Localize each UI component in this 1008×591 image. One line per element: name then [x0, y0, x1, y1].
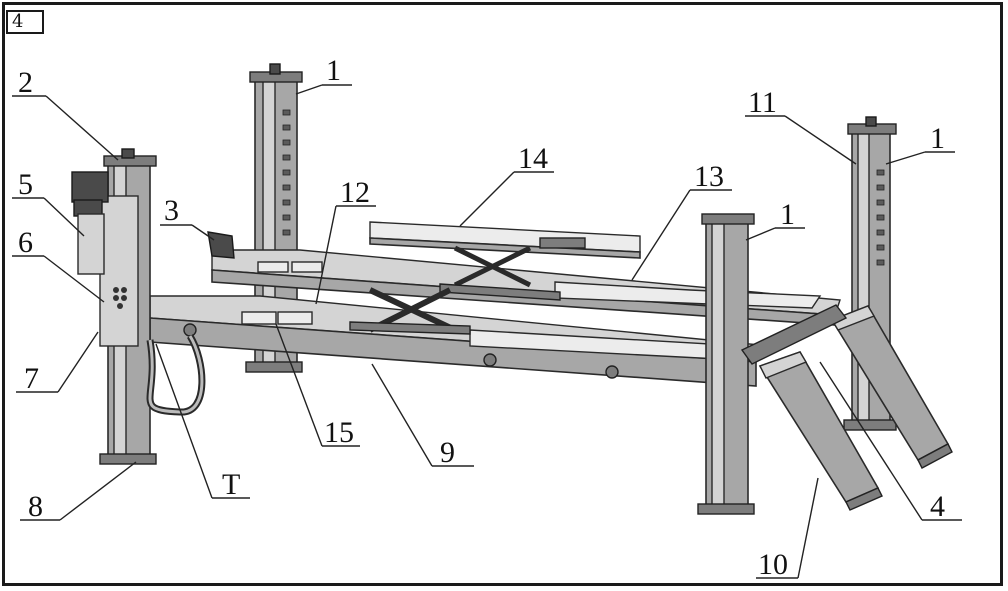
- callout-labels: 1 1 1 2 3 4 5 6 7 8 9 10 11 12 13 14 15 …: [18, 54, 945, 581]
- scissor-jack: [349, 287, 471, 335]
- leader-lines: [12, 84, 962, 579]
- callout-1-rear-right: 1: [930, 122, 945, 155]
- callout-T: T: [222, 468, 240, 501]
- callout-12: 12: [340, 176, 370, 209]
- callout-6: 6: [18, 226, 33, 259]
- callout-11: 11: [748, 86, 777, 119]
- front-left-power-column: [71, 148, 206, 465]
- front-right-column: [697, 213, 755, 515]
- callout-15: 15: [324, 416, 354, 449]
- callout-4: 4: [930, 490, 945, 523]
- callout-9: 9: [440, 436, 455, 469]
- callout-1-front-right: 1: [780, 198, 795, 231]
- callout-8: 8: [28, 490, 43, 523]
- figure-number: 4: [6, 10, 44, 34]
- callout-1-rear-left: 1: [326, 54, 341, 87]
- sliding-jack: [369, 221, 641, 301]
- callout-3: 3: [164, 194, 179, 227]
- callout-5: 5: [18, 168, 33, 201]
- callout-10: 10: [758, 548, 788, 581]
- approach-ramps: [740, 304, 953, 511]
- callout-14: 14: [518, 142, 548, 175]
- callout-13: 13: [694, 160, 724, 193]
- callout-2: 2: [18, 66, 33, 99]
- callout-7: 7: [24, 362, 39, 395]
